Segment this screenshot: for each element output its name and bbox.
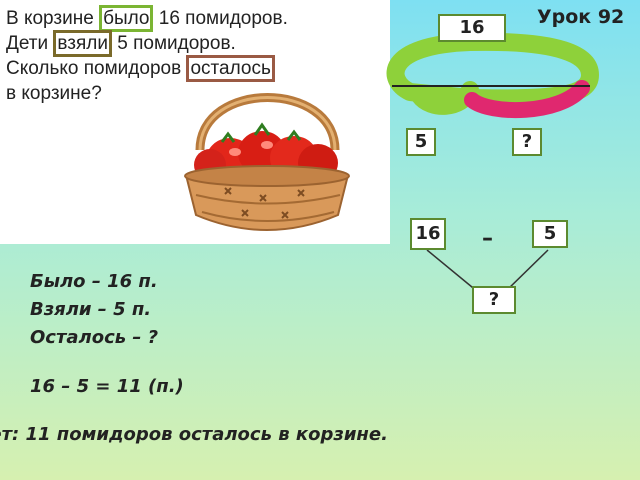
total-box: 16 [438, 14, 506, 42]
scheme-operator: – [482, 226, 493, 251]
basket-illustration [184, 93, 350, 231]
scheme-right-box: 5 [532, 220, 568, 248]
scheme-result-box: ? [472, 286, 516, 314]
part-whole-diagram [386, 32, 599, 119]
solution-equation: 16 – 5 = 11 (п.) [30, 376, 184, 397]
highlight-left: осталось [186, 55, 275, 82]
problem-line-3: Сколько помидоров осталось [6, 55, 288, 82]
highlight-took: взяли [53, 30, 112, 57]
problem-line-1: В корзине было 16 помидоров. [6, 5, 288, 32]
answer-text: вет: 11 помидоров осталось в корзине. [0, 424, 388, 445]
part-known-box: 5 [406, 128, 436, 156]
lesson-title: Урок 92 [537, 6, 625, 28]
note-taken: Взяли – 5 п. [30, 299, 152, 320]
problem-line-4: в корзине? [6, 83, 102, 104]
scheme-connectors [426, 249, 549, 293]
part-unknown-box: ? [512, 128, 542, 156]
problem-line-2: Дети взяли 5 помидоров. [6, 30, 288, 57]
note-was: Было – 16 п. [30, 271, 158, 292]
highlight-was: было [99, 5, 154, 32]
short-notes: Было – 16 п. Взяли – 5 п. Осталось – ? [30, 268, 158, 352]
problem-text: В корзине было 16 помидоров. Дети взяли … [6, 5, 288, 106]
scheme-left-box: 16 [410, 218, 446, 250]
note-left: Осталось – ? [30, 327, 159, 348]
